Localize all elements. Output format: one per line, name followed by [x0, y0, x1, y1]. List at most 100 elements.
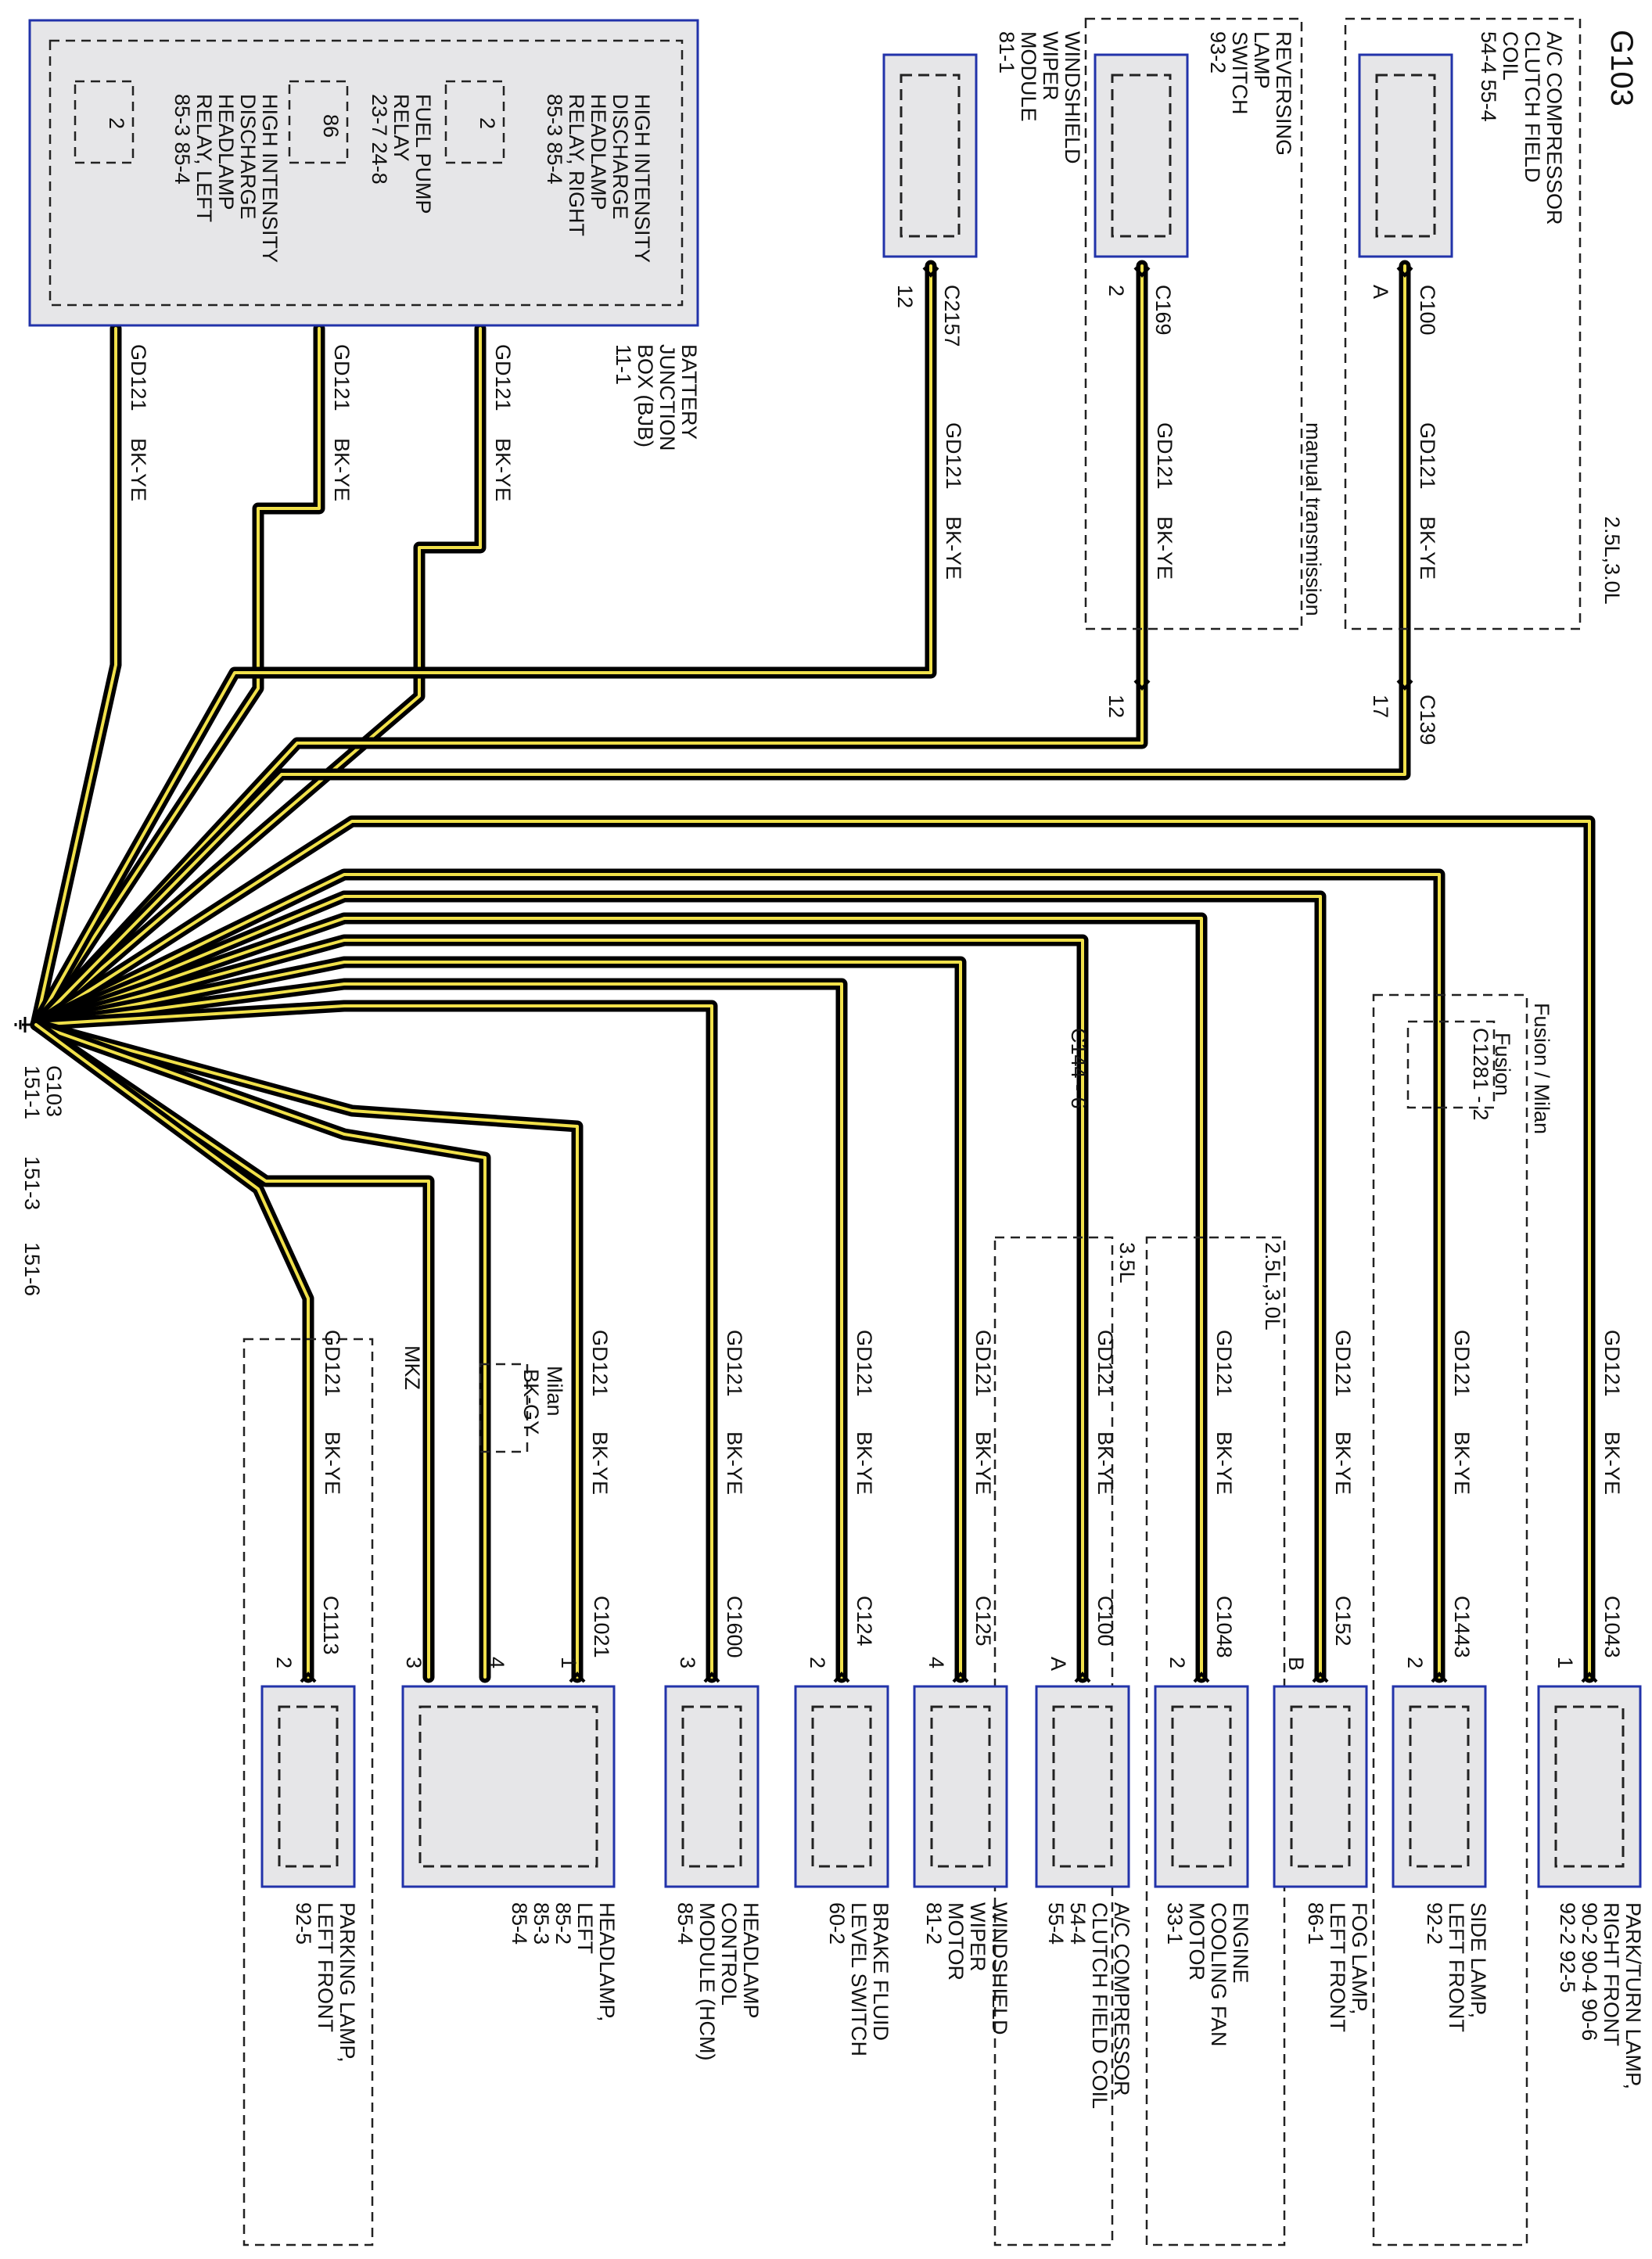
- wire-bottom-4-stripe: [34, 939, 1084, 1679]
- wire-label-circuit-bottom-0: GD121: [1600, 1330, 1624, 1397]
- wire-bottom-1-stripe: [34, 873, 1441, 1679]
- connector-bottom-7: C1600: [723, 1596, 746, 1658]
- svg-text:11-1: 11-1: [612, 344, 635, 385]
- bjb-fuel-pump-pin-box: [288, 80, 349, 164]
- connector-bottom-9: C1113: [319, 1596, 343, 1655]
- svg-text:151-1: 151-1: [20, 1065, 44, 1119]
- svg-text:HIGH INTENSITY: HIGH INTENSITY: [630, 94, 654, 263]
- connector-bottom-8: C1021: [590, 1596, 613, 1658]
- note-engine-top: 2.5L,3.0L: [1600, 516, 1624, 605]
- wire-label-color-hid-right: BK-YE: [491, 438, 515, 501]
- zone-fusion: [1406, 1020, 1496, 1109]
- bottom-component-label-2-1: LEFT FRONT: [1326, 1902, 1349, 2032]
- wire-label-color-wiper-module: BK-YE: [942, 516, 965, 580]
- connector-bottom-1: C1443: [1450, 1596, 1474, 1658]
- arrow-bottom-0: [1581, 1672, 1598, 1683]
- bottom-component-label-8-3: 85-3: [530, 1902, 553, 1945]
- svg-text:MODULE: MODULE: [1017, 31, 1040, 122]
- note-mkz: MKZ: [400, 1345, 424, 1390]
- wire-label-circuit-bottom-2: GD121: [1331, 1330, 1355, 1397]
- wire-bottom-7-stripe: [34, 1004, 713, 1679]
- bottom-component-label-3-0: ENGINE: [1229, 1902, 1252, 1984]
- bjb-hid-right-pin-box: [444, 80, 505, 164]
- wire-label-color-bottom-1: BK-YE: [1450, 1431, 1474, 1495]
- zone-reversing-manual: [1084, 17, 1303, 630]
- svg-text:REVERSING: REVERSING: [1272, 31, 1295, 156]
- wire-wiper-module-stripe: [34, 264, 932, 1026]
- svg-text:JUNCTION: JUNCTION: [655, 344, 679, 451]
- arrow-c169: [1133, 266, 1151, 278]
- connector-bottom-3: C1048: [1212, 1596, 1236, 1658]
- wire-label-circuit-bottom-9: GD121: [321, 1330, 344, 1397]
- zone-mkz: [242, 1338, 374, 2246]
- svg-text:HIGH INTENSITY: HIGH INTENSITY: [258, 94, 282, 263]
- connector-bottom-4: C100: [1094, 1596, 1117, 1647]
- bottom-component-label-4-3: 55-4: [1044, 1902, 1068, 1945]
- zone-milan: [479, 1363, 529, 1453]
- wire-label-color-ac-top: BK-YE: [1416, 516, 1439, 580]
- connector-c2157: C2157: [940, 285, 964, 347]
- bottom-component-label-6-0: BRAKE FLUID: [869, 1902, 892, 2041]
- pin-bottom-2: B: [1284, 1657, 1308, 1671]
- bottom-component-label-2-2: 86-1: [1304, 1902, 1327, 1945]
- arrow-bottom-8: [569, 1672, 586, 1683]
- bottom-component-label-0-3: 92-2 92-5: [1556, 1902, 1579, 1993]
- wire-bottom-8c-stripe: [34, 1023, 487, 1679]
- wire-label-circuit-wiper-module: GD121: [942, 422, 965, 490]
- wire-label-color-bottom-9: BK-YE: [321, 1431, 344, 1495]
- top-component-windshield-wiper-module: WINDSHIELD WIPER MODULE 81-1: [882, 31, 1084, 258]
- bottom-component-label-6-1: LEVEL SWITCH: [847, 1902, 871, 2056]
- wire-label-circuit-bottom-6: GD121: [853, 1330, 876, 1397]
- wire-label-color-bottom-8: BK-YE: [588, 1431, 612, 1495]
- arrow-bottom-5: [952, 1672, 969, 1683]
- pin-bottom-8-3: 3: [402, 1657, 426, 1668]
- arrow-bottom-9: [300, 1672, 317, 1683]
- svg-text:2: 2: [105, 117, 128, 129]
- svg-text:SWITCH: SWITCH: [1228, 31, 1252, 114]
- arrow-c139-12: [1133, 679, 1151, 691]
- top-component-reversing-lamp-switch: REVERSING LAMP SWITCH 93-2: [1094, 31, 1295, 258]
- svg-text:LAMP: LAMP: [1250, 31, 1273, 89]
- svg-text:BATTERY: BATTERY: [677, 344, 701, 440]
- zone-ac-compressor-top: [1344, 17, 1582, 630]
- svg-text:86: 86: [319, 114, 343, 138]
- wire-label-color-bottom-2: BK-YE: [1331, 1431, 1355, 1495]
- arrow-bottom-6: [833, 1672, 850, 1683]
- svg-text:CLUTCH FIELD: CLUTCH FIELD: [1521, 31, 1544, 183]
- svg-text:93-2: 93-2: [1206, 31, 1230, 74]
- pin-bottom-1: 2: [1403, 1657, 1427, 1668]
- bottom-component-label-7-2: MODULE (HCM): [695, 1902, 719, 2061]
- wire-label-color-bottom-5: BK-YE: [971, 1431, 995, 1495]
- svg-text:COIL: COIL: [1499, 31, 1522, 81]
- wire-bottom-2-stripe: [34, 895, 1322, 1679]
- pin-c100-top: A: [1369, 285, 1392, 299]
- wire-label-circuit-bottom-5: GD121: [971, 1330, 995, 1397]
- arrow-c100-top: [1396, 266, 1413, 278]
- bottom-component-label-3-1: COOLING FAN: [1207, 1902, 1230, 2047]
- bottom-component-label-1-2: 92-2: [1423, 1902, 1446, 1945]
- wire-bjb-fuel-pump-stripe: [34, 327, 321, 1026]
- connector-bottom-2: C152: [1331, 1596, 1355, 1647]
- pin-bottom-0: 1: [1553, 1657, 1577, 1668]
- wire-bottom-0-stripe: [34, 820, 1591, 1679]
- wire-label-color-reversing: BK-YE: [1153, 516, 1176, 580]
- bottom-component-label-7-1: CONTROL: [717, 1902, 741, 2006]
- pin-c139-17: 17: [1369, 695, 1392, 718]
- svg-text:FUEL PUMP: FUEL PUMP: [411, 94, 435, 214]
- bottom-component-label-4-2: 54-4: [1066, 1902, 1090, 1945]
- svg-text:A/C COMPRESSOR: A/C COMPRESSOR: [1542, 31, 1566, 225]
- wire-label-circuit-bottom-4: GD121: [1094, 1330, 1117, 1397]
- svg-text:54-4 55-4: 54-4 55-4: [1477, 31, 1500, 122]
- bottom-component-label-5-1: WIPER: [966, 1902, 989, 1972]
- bottom-component-label-9-2: 92-5: [292, 1902, 315, 1945]
- svg-text:HEADLAMP: HEADLAMP: [214, 94, 238, 210]
- svg-text:HEADLAMP: HEADLAMP: [587, 94, 610, 210]
- note-engine-bottom: 2.5L,3.0L: [1261, 1242, 1284, 1331]
